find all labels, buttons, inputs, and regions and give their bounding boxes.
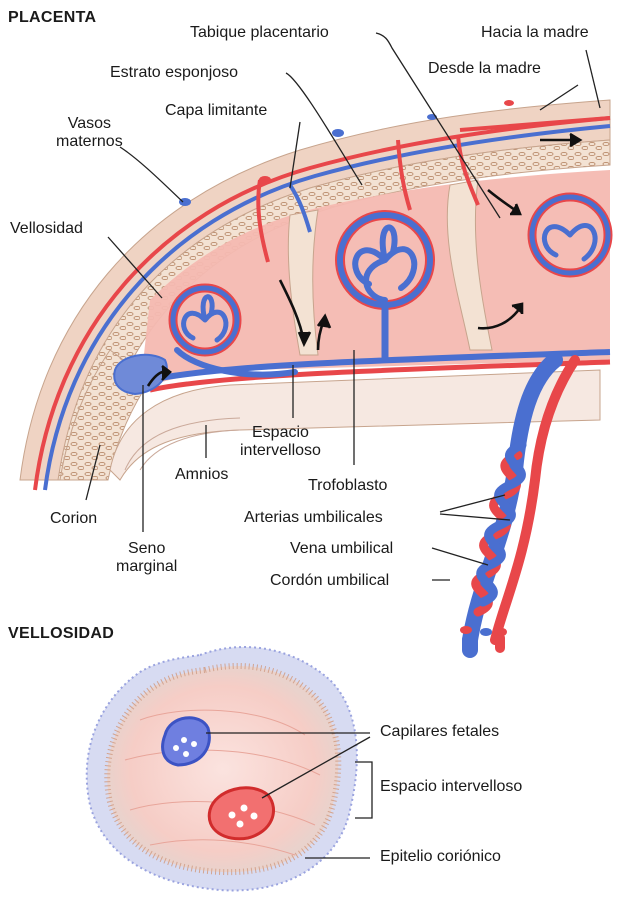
section-title-placenta: PLACENTA: [8, 9, 96, 27]
label-intervillous-space: Espacio intervelloso: [240, 424, 321, 460]
label-umbilical-vein: Vena umbilical: [290, 540, 393, 558]
label-umbilical-cord: Cordón umbilical: [270, 572, 389, 590]
label-marginal-sinus: Seno marginal: [116, 540, 177, 576]
label-to-mother: Hacia la madre: [481, 24, 589, 42]
section-title-villus: VELLOSIDAD: [8, 625, 114, 643]
label-villus: Vellosidad: [10, 220, 83, 238]
fetal-capillary-red: [209, 788, 273, 839]
label-spongy-layer: Estrato esponjoso: [110, 64, 238, 82]
label-placental-septum: Tabique placentario: [190, 24, 329, 42]
label-trophoblast: Trofoblasto: [308, 477, 387, 495]
label-fetal-capillaries: Capilares fetales: [380, 723, 499, 741]
label-maternal-vessels: Vasos maternos: [56, 115, 123, 151]
villus-cross-section: [87, 647, 372, 890]
label-villus-intervillous-space: Espacio intervelloso: [380, 778, 522, 796]
label-from-mother: Desde la madre: [428, 60, 541, 78]
label-limiting-layer: Capa limitante: [165, 102, 267, 120]
label-chorion: Corion: [50, 510, 97, 528]
label-umbilical-arteries: Arterias umbilicales: [244, 509, 383, 527]
label-chorionic-epithelium: Epitelio coriónico: [380, 848, 501, 866]
label-amnion: Amnios: [175, 466, 228, 484]
